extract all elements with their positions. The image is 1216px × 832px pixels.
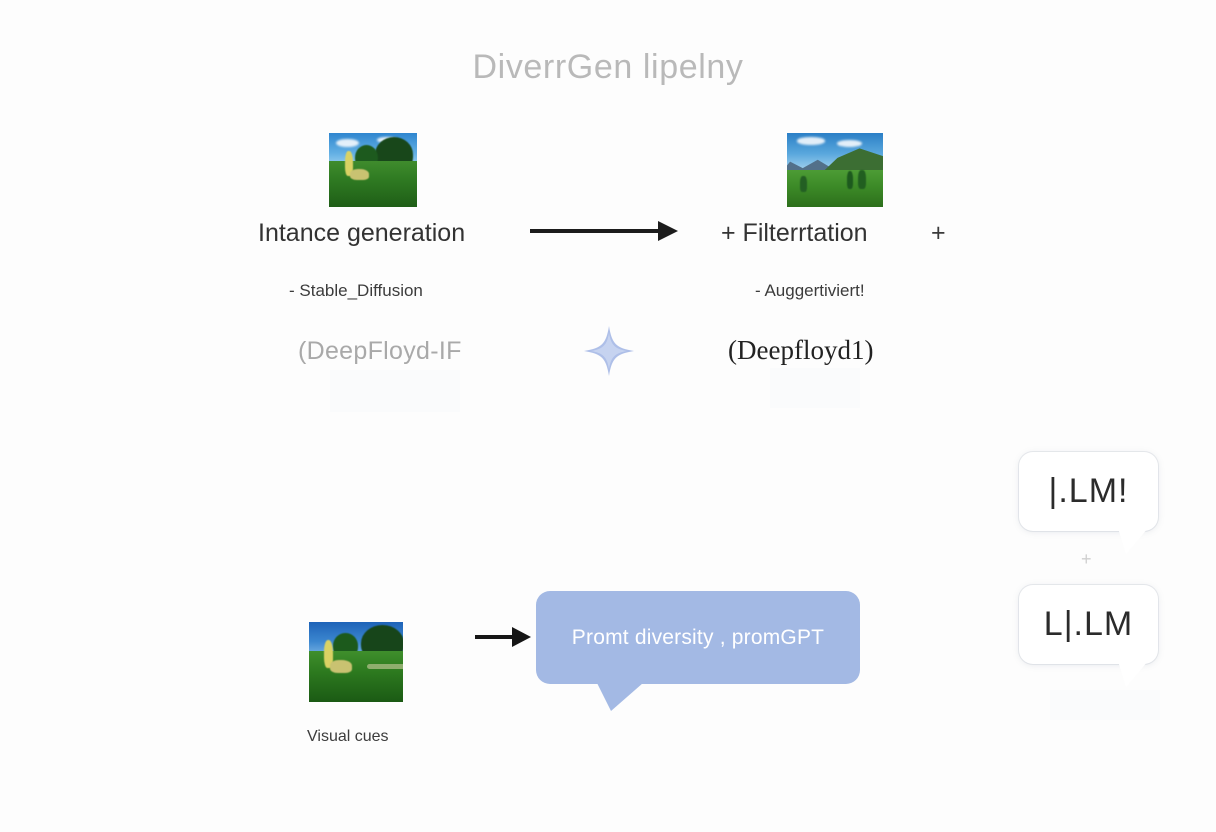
arrow-right-icon-small [475,627,531,647]
visual-cues-thumbnail [309,622,403,702]
llm-card-lower: L|.LM [1019,585,1158,664]
page-title: DiverrGen lipelny [472,48,744,86]
llm-card-upper: |.LM! [1019,452,1158,531]
prompt-speech-bubble: Promt diversity , promGPT [536,591,860,684]
ghost-artifact [770,368,860,408]
trailing-plus-sign: + [931,219,946,247]
step1-model-label: (DeepFloyd-IF [298,337,462,365]
arrow-right-icon [530,221,678,241]
step1-label: Intance generation [258,219,466,247]
step2-label: + Filterrtation [721,219,868,247]
llm-connector-plus: + [1081,549,1092,569]
step1-sublabel: - Stable_Diffusion [289,281,423,300]
step2-model-label: (Deepfloyd1) [728,335,874,365]
visual-cues-caption: Visual cues [307,728,389,745]
speech-bubble-tail [597,683,643,711]
filterrtation-thumbnail [787,133,883,207]
llm-card-lower-text: L|.LM [1043,605,1134,643]
step2-sublabel: - Auggertiviert! [755,281,865,300]
instance-generation-thumbnail [329,133,417,207]
ghost-artifact [330,370,460,412]
ghost-artifact [1050,690,1160,720]
llm-card-upper-tail [1118,528,1148,554]
llm-card-lower-tail [1118,661,1148,687]
llm-card-upper-text: |.LM! [1048,472,1129,510]
prompt-bubble-text: Promt diversity , promGPT [571,625,825,649]
sparkle-icon [584,326,634,376]
